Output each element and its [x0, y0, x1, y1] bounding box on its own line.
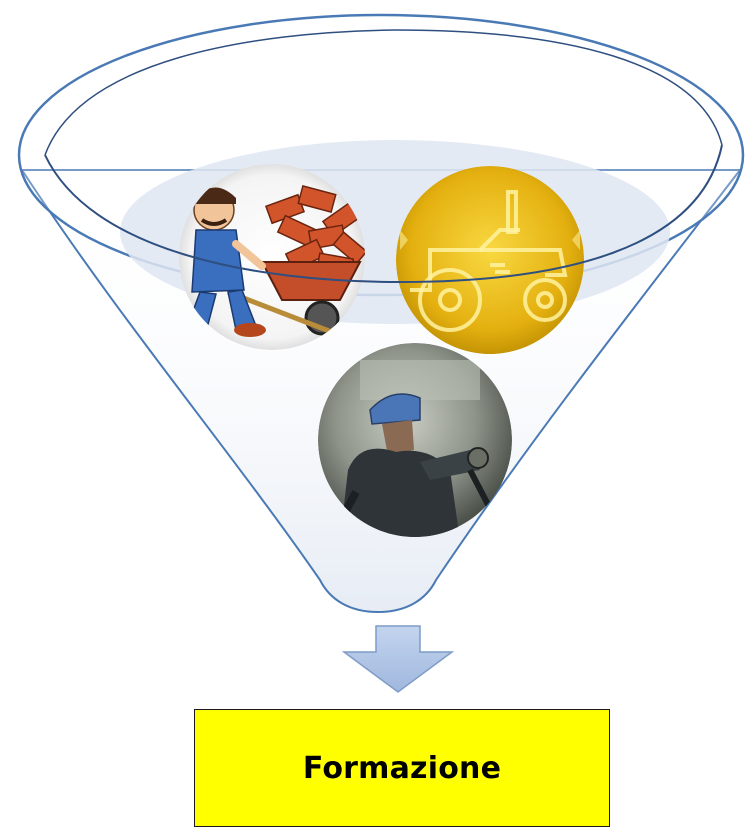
welder-worker-image [318, 343, 512, 537]
tractor-image [396, 166, 584, 354]
down-arrow [341, 625, 455, 693]
funnel-front-rim [44, 144, 723, 284]
construction-worker-wheelbarrow-image [179, 164, 365, 350]
funnel-inner-rim [44, 29, 723, 156]
formazione-label: Formazione [302, 750, 502, 786]
formazione-box: Formazione [194, 709, 610, 827]
